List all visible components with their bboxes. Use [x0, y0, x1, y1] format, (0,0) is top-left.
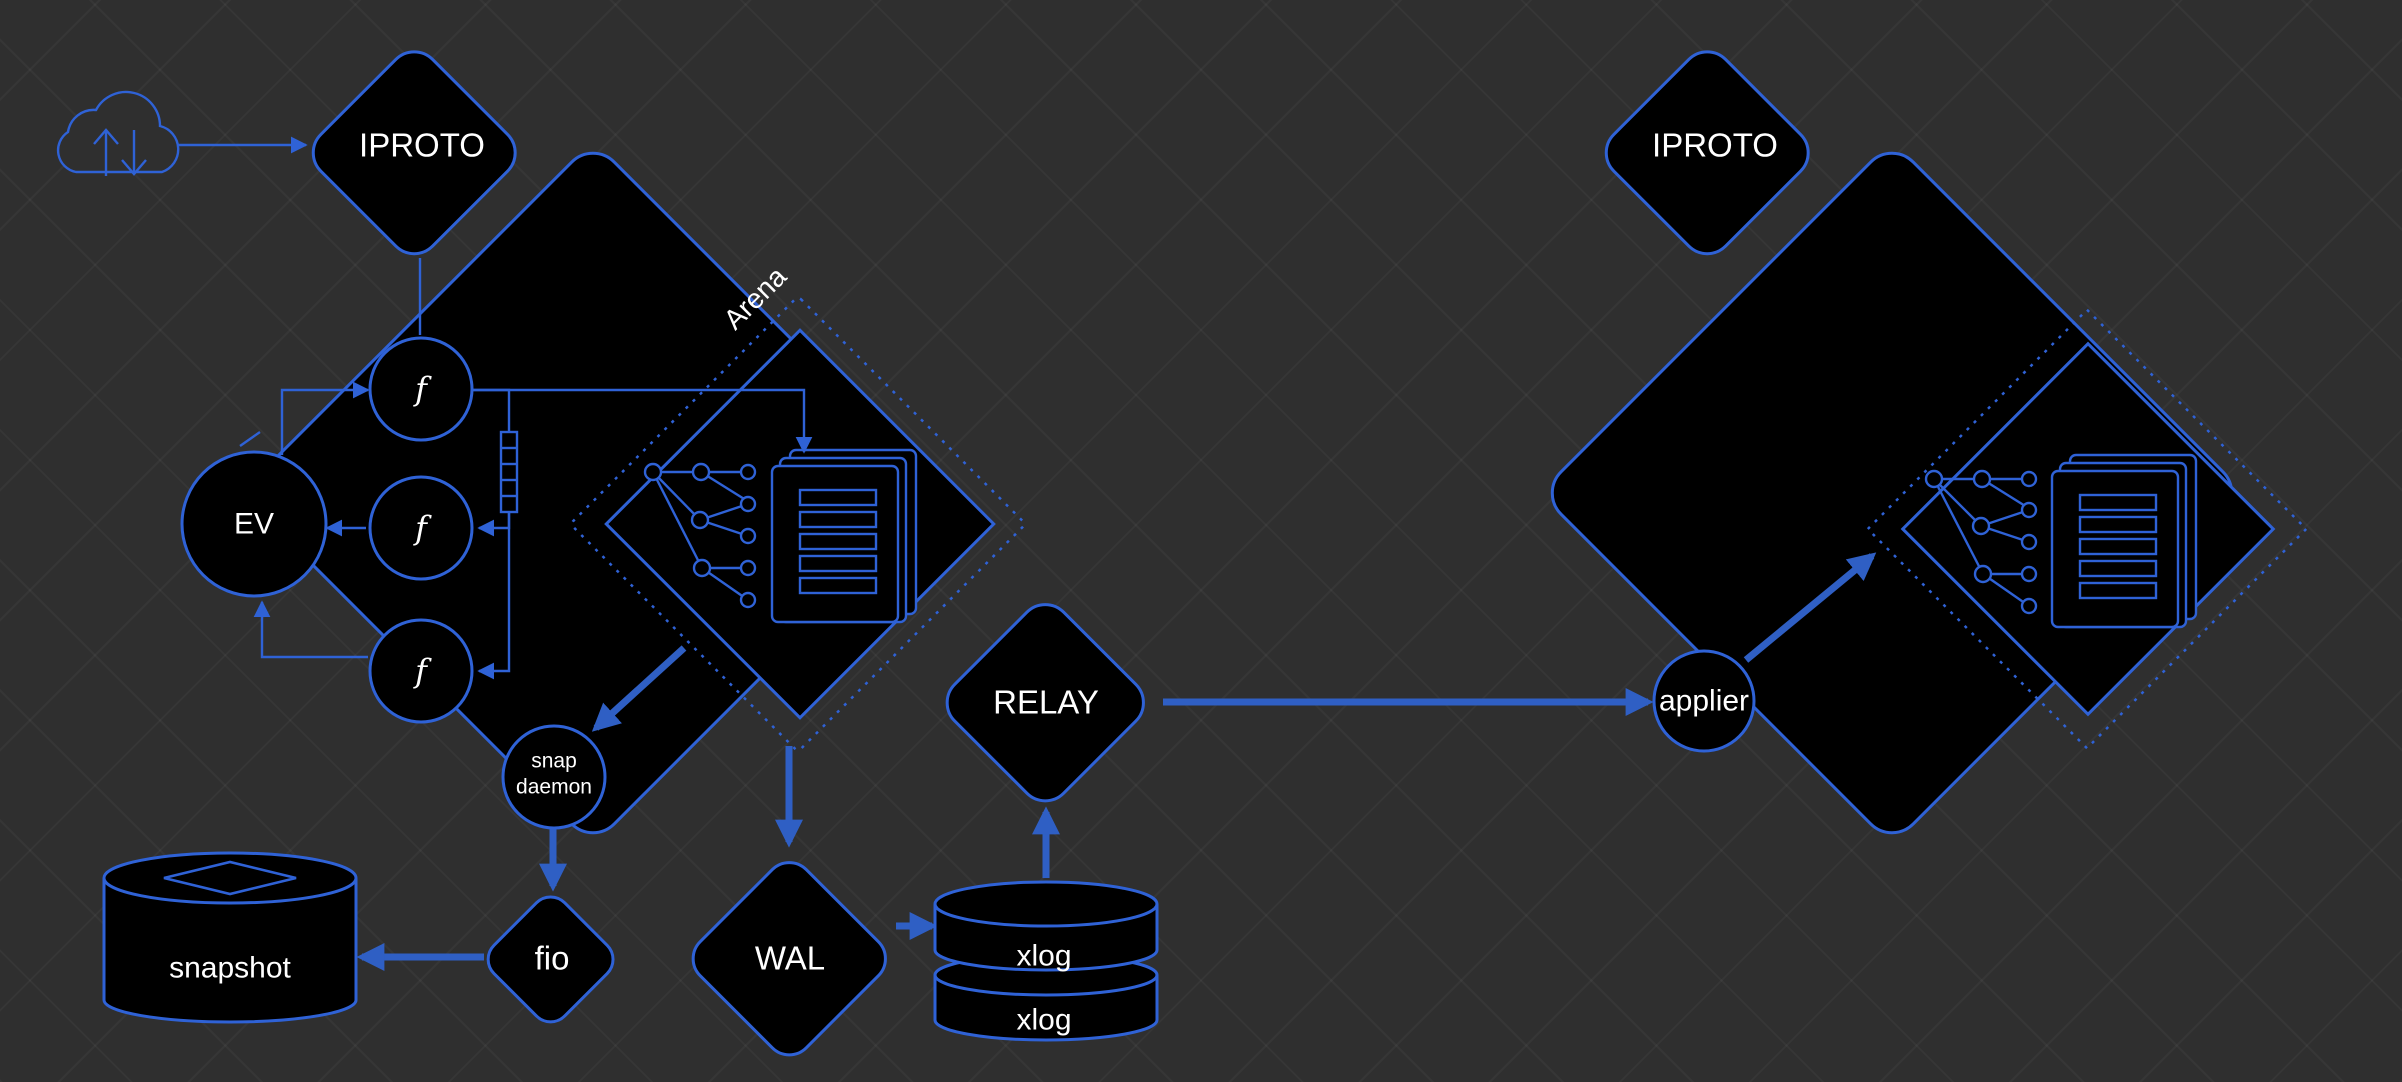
cloud-upload-download-icon: [56, 90, 180, 176]
iproto-right-label: IPROTO: [1652, 127, 1778, 164]
applier: applier: [1652, 649, 1756, 753]
wal-label: WAL: [755, 940, 825, 977]
fiber-2: f: [368, 475, 474, 581]
relay-label: RELAY: [993, 684, 1099, 721]
xlog-stack: xlog xlog: [933, 880, 1159, 1042]
iproto-left: IPROTO: [311, 50, 517, 256]
wal: WAL: [691, 861, 887, 1057]
table-pages-icon: [770, 448, 918, 624]
snap-daemon: snap daemon: [501, 724, 607, 830]
fiber-3: f: [368, 618, 474, 724]
iproto-left-label: IPROTO: [359, 127, 485, 164]
applier-label: applier: [1659, 685, 1749, 718]
fio: fio: [486, 895, 615, 1024]
table-pages-icon-right: [2050, 453, 2198, 629]
replication-pipes: [1163, 552, 1877, 716]
xlog-2-label: xlog: [1016, 1004, 1071, 1037]
snapshot-storage: snapshot: [102, 851, 358, 1024]
iproto-right: IPROTO: [1604, 50, 1810, 256]
snapshot-label: snapshot: [169, 952, 291, 985]
tree-icon: [643, 462, 757, 609]
relay: RELAY: [945, 603, 1145, 803]
left-pipes: [356, 645, 1060, 971]
snap-daemon-label-line1: snap: [531, 750, 577, 773]
event-loop: EV: [180, 450, 328, 598]
fiber-queue: [499, 430, 519, 514]
ev-label: EV: [234, 508, 274, 541]
left-connectors: [176, 136, 813, 680]
xlog-1-label: xlog: [1016, 940, 1071, 973]
fiber-1: f: [368, 336, 474, 442]
snap-daemon-label-line2: daemon: [516, 776, 592, 799]
fio-label: fio: [535, 940, 570, 977]
tree-icon-right: [1924, 469, 2038, 615]
